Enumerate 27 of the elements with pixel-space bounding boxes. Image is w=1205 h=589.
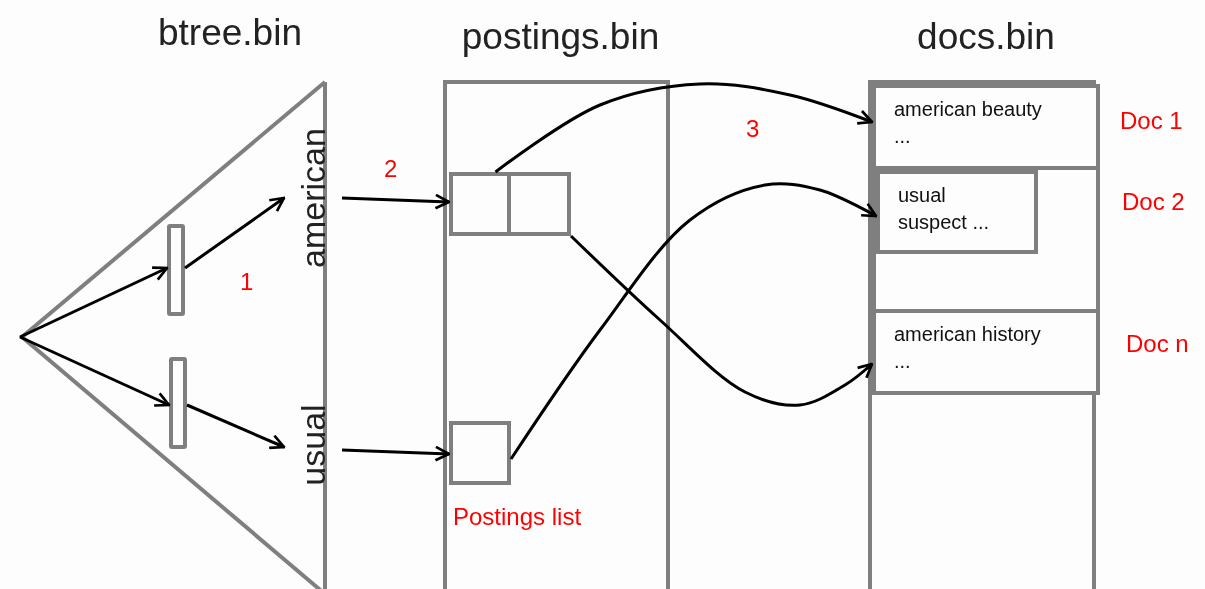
document-text: american beauty ... <box>894 97 1043 149</box>
document-text: usual suspect ... <box>898 183 991 235</box>
document-text: american history ... <box>894 322 1042 374</box>
caption-label: Postings list <box>453 503 582 531</box>
arrow <box>341 193 451 210</box>
step-number: 1 <box>240 268 254 296</box>
index-bar <box>169 357 187 449</box>
index-bar <box>167 224 185 316</box>
arrow <box>341 445 451 462</box>
arrow <box>184 196 286 270</box>
posting-cell <box>449 421 511 485</box>
arrow <box>494 82 874 174</box>
document-label: Doc n <box>1126 330 1189 358</box>
document-label: Doc 2 <box>1122 188 1185 216</box>
file-title: postings.bin <box>460 16 661 58</box>
arrow <box>509 182 878 460</box>
step-number: 2 <box>384 155 398 183</box>
step-number: 3 <box>746 115 760 143</box>
term-label: american <box>294 118 332 278</box>
arrow <box>186 403 286 450</box>
file-title: docs.bin <box>916 16 1056 58</box>
arrow <box>19 335 171 407</box>
document-label: Doc 1 <box>1120 107 1183 135</box>
arrow <box>569 234 874 407</box>
file-title: btree.bin <box>157 12 303 54</box>
arrow <box>19 266 169 339</box>
term-label: usual <box>294 395 332 495</box>
